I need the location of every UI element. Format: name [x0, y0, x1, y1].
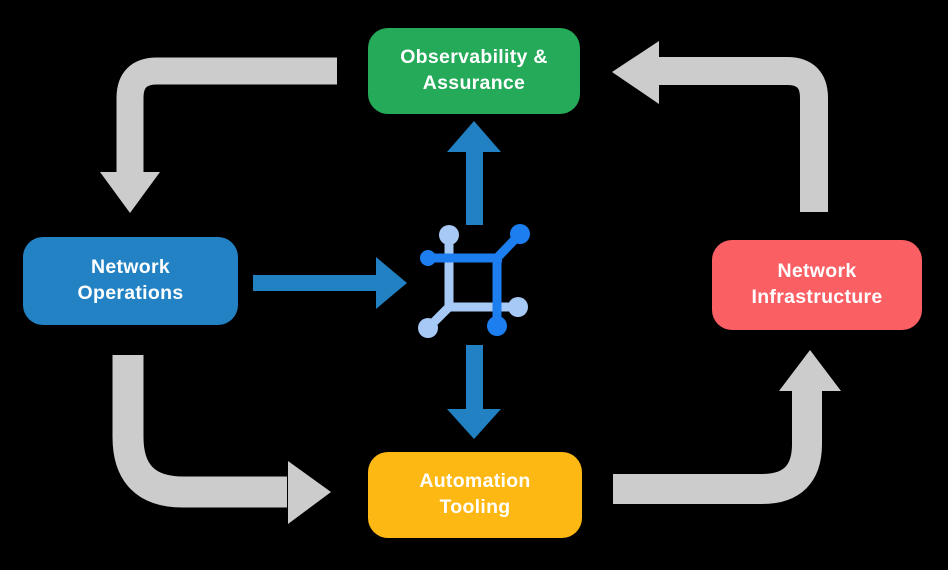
network-mesh-icon — [418, 224, 530, 338]
cycle-arrow-top-left-icon — [100, 57, 337, 213]
cycle-arrow-bottom-right-icon — [613, 350, 841, 504]
node-label-line: Network — [777, 260, 857, 283]
node-label-line: Operations — [77, 282, 184, 304]
flow-arrow-right-icon — [253, 257, 407, 309]
cycle-arrow-bottom-left-icon — [112, 355, 331, 524]
node-automation-tooling: Automation Tooling — [368, 452, 582, 538]
node-observability-assurance: Observability & Assurance — [368, 28, 580, 114]
cycle-arrow-top-right-icon — [612, 41, 828, 212]
network-mesh-light-strands — [418, 225, 528, 338]
flow-arrow-up-icon — [447, 121, 501, 225]
node-label-line: Assurance — [422, 72, 526, 94]
node-network-infrastructure: Network Infrastructure — [712, 240, 922, 330]
network-mesh-dark-strands — [420, 224, 530, 336]
node-label-line: Automation — [419, 470, 531, 493]
node-network-operations: Network Operations — [23, 237, 238, 325]
node-label-line: Observability & — [400, 46, 548, 69]
flow-arrow-down-icon — [447, 345, 501, 439]
node-label-line: Tooling — [439, 496, 511, 518]
node-label-line: Network — [90, 256, 171, 279]
node-label-line: Infrastructure — [751, 286, 883, 308]
